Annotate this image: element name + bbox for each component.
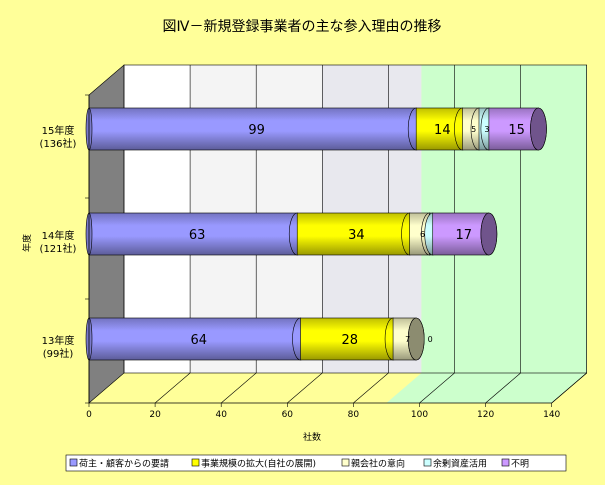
data-label: 64 — [190, 333, 207, 348]
x-tick-label: 100 — [411, 410, 428, 420]
data-label: 63 — [189, 228, 206, 243]
data-label: 28 — [342, 333, 359, 348]
legend-box — [65, 454, 567, 472]
gridline-floor — [353, 372, 389, 404]
x-tick-label: 120 — [477, 410, 494, 420]
bar-end-cap — [407, 317, 425, 361]
gridline-floor — [485, 372, 521, 404]
x-tick-label: 0 — [86, 410, 92, 420]
gridline-floor — [287, 372, 323, 404]
legend-swatch — [341, 458, 350, 467]
data-label: 14 — [434, 123, 451, 138]
legend-label: 事業規模の拡大(自社の展開) — [201, 458, 316, 470]
data-label: 15 — [508, 123, 525, 138]
y-tick-label: 13年度 — [42, 334, 75, 347]
data-label: 99 — [248, 123, 265, 138]
x-tick-label: 20 — [149, 410, 161, 420]
bar-segment — [88, 212, 298, 256]
legend-label: 親会社の意向 — [351, 458, 405, 470]
bar-end-cap — [480, 212, 498, 256]
floor-strip — [386, 373, 587, 403]
data-label: 5 — [471, 125, 476, 134]
y-tick-label: 15年度 — [42, 124, 75, 137]
legend-swatch — [69, 458, 78, 467]
legend-swatch — [501, 458, 510, 467]
bar-segment — [296, 212, 410, 256]
y-tick-label: 14年度 — [42, 229, 75, 242]
data-label: 17 — [456, 228, 473, 243]
x-tick-label: 60 — [282, 410, 294, 420]
y-tick-label: (99社) — [43, 347, 74, 360]
data-label: 7 — [405, 335, 410, 344]
legend-label: 不明 — [511, 459, 529, 470]
bar-end-cap — [530, 107, 547, 151]
data-label: 0 — [428, 335, 433, 344]
bar-segment — [432, 212, 490, 256]
y-tick-label: (121社) — [40, 242, 77, 255]
legend-swatch — [423, 458, 432, 467]
gridline-floor — [419, 372, 455, 404]
data-label: 34 — [348, 228, 365, 243]
x-tick-label: 80 — [348, 410, 360, 420]
y-axis-label-wrap: 年度 — [21, 234, 33, 252]
legend: 荷主・顧客からの要請 事業規模の拡大(自社の展開) 親会社の意向 余剰資産活用 不明 — [65, 454, 567, 472]
legend-swatch — [191, 458, 200, 467]
y-tick-label: (136社) — [40, 137, 77, 150]
data-label: 6 — [420, 230, 425, 239]
bar-segment — [88, 107, 417, 151]
x-tick-label: 140 — [543, 410, 560, 420]
gridline-floor — [154, 372, 191, 404]
x-axis-label: 社数 — [303, 431, 321, 443]
y-axis-label: 年度 — [21, 234, 33, 252]
bar-segment — [88, 317, 301, 361]
legend-label: 余剰資産活用 — [433, 458, 487, 470]
data-label: 3 — [484, 125, 489, 134]
bar-segment — [300, 317, 394, 361]
gridline-floor — [221, 372, 257, 404]
chart-title: 図Ⅳ－新規登録事業者の主な参入理由の推移 — [163, 18, 442, 35]
legend-label: 荷主・顧客からの要請 — [79, 458, 169, 470]
x-tick-label: 40 — [215, 410, 227, 420]
floor-edge — [551, 372, 587, 404]
